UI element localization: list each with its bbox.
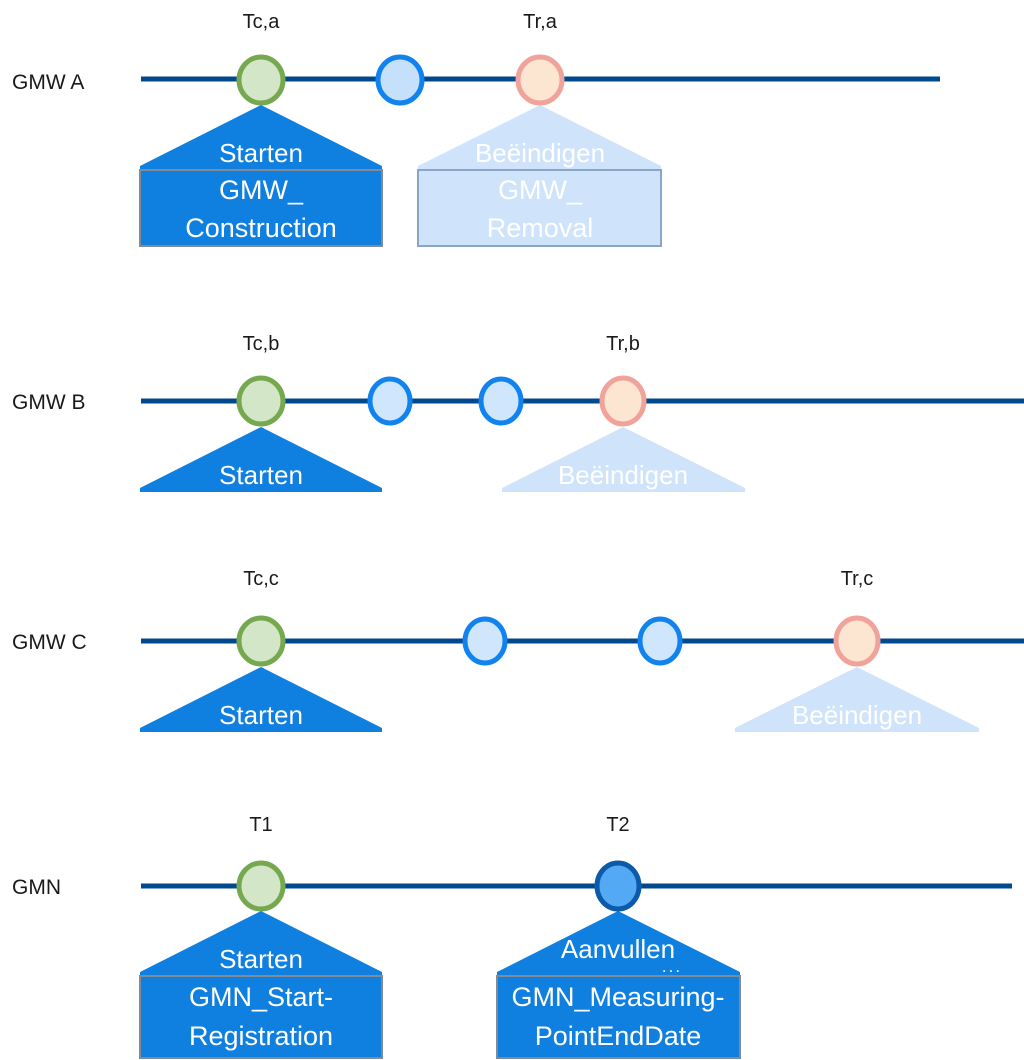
banner-heading-starten-gmw-b: Starten xyxy=(219,460,303,490)
banner-pennant-starten-gmn xyxy=(140,911,382,976)
box-line-gmn-start-1: GMN_Start- xyxy=(189,982,333,1012)
banner-ellipsis-aanvullen-gmn: ... xyxy=(662,957,682,976)
tick-marker-mid-b-1 xyxy=(367,376,413,426)
tick-marker-t2 xyxy=(594,860,642,912)
banner-heading-aanvullen-gmn: Aanvullen xyxy=(561,934,675,964)
tick-label-tr-c: Tr,c xyxy=(841,568,874,590)
tick-mid-c-2[interactable] xyxy=(637,616,683,666)
row-label-gmn: GMN xyxy=(12,876,61,899)
row-label-gmw-b: GMW B xyxy=(12,391,86,414)
tick-marker-tc-b xyxy=(236,375,286,427)
tick-mid-a-1[interactable] xyxy=(375,54,425,106)
tick-t2[interactable]: T2 xyxy=(594,814,642,912)
banner-pennant-starten-gmw-c xyxy=(140,667,382,732)
tick-tc-a[interactable]: Tc,a xyxy=(236,11,286,106)
tick-marker-mid-b-2 xyxy=(478,376,524,426)
row-gmw-a: GMW A Starten GMW_ Construction Beëindig… xyxy=(12,11,940,247)
box-line-gmw-construction-2: Construction xyxy=(185,213,337,243)
row-label-gmw-c: GMW C xyxy=(12,631,87,654)
tick-marker-tr-a xyxy=(515,54,565,106)
row-gmw-c: GMW C Starten Beëindigen Tc,c Tr xyxy=(12,568,1024,732)
tick-marker-tc-a xyxy=(236,54,286,106)
banner-pennant-beeindigen-gmw-a xyxy=(418,105,661,170)
banner-starten-gmw-c[interactable]: Starten xyxy=(140,667,382,732)
box-line-gmn-start-2: Registration xyxy=(189,1021,333,1051)
tick-label-tr-a: Tr,a xyxy=(523,11,558,33)
banner-heading-beeindigen-gmw-a: Beëindigen xyxy=(475,138,605,168)
tick-marker-mid-a-1 xyxy=(375,54,425,106)
banner-pennant-beeindigen-gmw-c xyxy=(735,667,979,732)
tick-mid-b-1[interactable] xyxy=(367,376,413,426)
banner-heading-starten-gmw-a: Starten xyxy=(219,138,303,168)
tick-label-tc-c: Tc,c xyxy=(243,568,279,590)
banner-pennant-starten-gmw-b xyxy=(140,427,382,492)
banner-heading-beeindigen-gmw-b: Beëindigen xyxy=(558,460,688,490)
banner-pennant-beeindigen-gmw-b xyxy=(502,427,745,492)
tick-label-tc-b: Tc,b xyxy=(243,333,280,355)
row-label-gmw-a: GMW A xyxy=(12,71,84,94)
tick-marker-mid-c-1 xyxy=(462,616,508,666)
box-line-gmn-mp-2: PointEndDate xyxy=(535,1021,702,1051)
tick-marker-mid-c-2 xyxy=(637,616,683,666)
banner-starten-gmn[interactable]: Starten GMN_Start- Registration xyxy=(139,911,383,1059)
tick-marker-t1 xyxy=(236,860,286,912)
banner-box-gmn-start-registration xyxy=(139,975,383,1059)
banner-beeindigen-gmw-b[interactable]: Beëindigen xyxy=(502,427,745,492)
tick-mid-c-1[interactable] xyxy=(462,616,508,666)
tick-label-tc-a: Tc,a xyxy=(243,11,281,33)
banner-starten-gmw-a[interactable]: Starten GMW_ Construction xyxy=(139,105,383,247)
box-line-gmw-removal-1: GMW_ xyxy=(498,175,583,205)
tick-marker-tr-b xyxy=(599,375,647,427)
tick-tr-a[interactable]: Tr,a xyxy=(515,11,565,106)
banner-beeindigen-gmw-c[interactable]: Beëindigen xyxy=(735,667,979,732)
tick-tr-c[interactable]: Tr,c xyxy=(833,568,881,667)
tick-mid-b-2[interactable] xyxy=(478,376,524,426)
tick-tc-c[interactable]: Tc,c xyxy=(236,568,286,667)
banner-heading-beeindigen-gmw-c: Beëindigen xyxy=(792,700,922,730)
tick-label-t1: T1 xyxy=(249,814,272,836)
banner-starten-gmw-b[interactable]: Starten xyxy=(140,427,382,492)
tick-t1[interactable]: T1 xyxy=(236,814,286,912)
box-line-gmn-mp-1: GMN_Measuring- xyxy=(511,982,724,1012)
banner-box-gmn-measuringpoint-enddate xyxy=(496,975,741,1059)
tick-label-tr-b: Tr,b xyxy=(606,333,640,355)
banner-aanvullen-gmn[interactable]: Aanvullen ... GMN_Measuring- PointEndDat… xyxy=(496,911,741,1059)
banner-heading-starten-gmw-c: Starten xyxy=(219,700,303,730)
banner-box-gmw-construction xyxy=(139,169,383,247)
tick-marker-tc-c xyxy=(236,615,286,667)
row-gmn: GMN Starten GMN_Start- Registration Aanv… xyxy=(12,814,1012,1059)
banner-pennant-aanvullen-gmn xyxy=(497,911,740,976)
tick-label-t2: T2 xyxy=(606,814,629,836)
box-line-gmw-construction-1: GMW_ xyxy=(219,175,304,205)
banner-pennant-starten-gmw-a xyxy=(140,105,382,170)
box-line-gmw-removal-2: Removal xyxy=(487,213,594,243)
banner-heading-starten-gmn: Starten xyxy=(219,944,303,974)
tick-tc-b[interactable]: Tc,b xyxy=(236,333,286,427)
row-gmw-b: GMW B Starten Beëindigen Tc,b Tr xyxy=(12,333,1024,492)
banner-box-gmw-removal xyxy=(417,169,662,247)
tick-tr-b[interactable]: Tr,b xyxy=(599,333,647,427)
tick-marker-tr-c xyxy=(833,615,881,667)
banner-beeindigen-gmw-a[interactable]: Beëindigen GMW_ Removal xyxy=(417,105,662,247)
